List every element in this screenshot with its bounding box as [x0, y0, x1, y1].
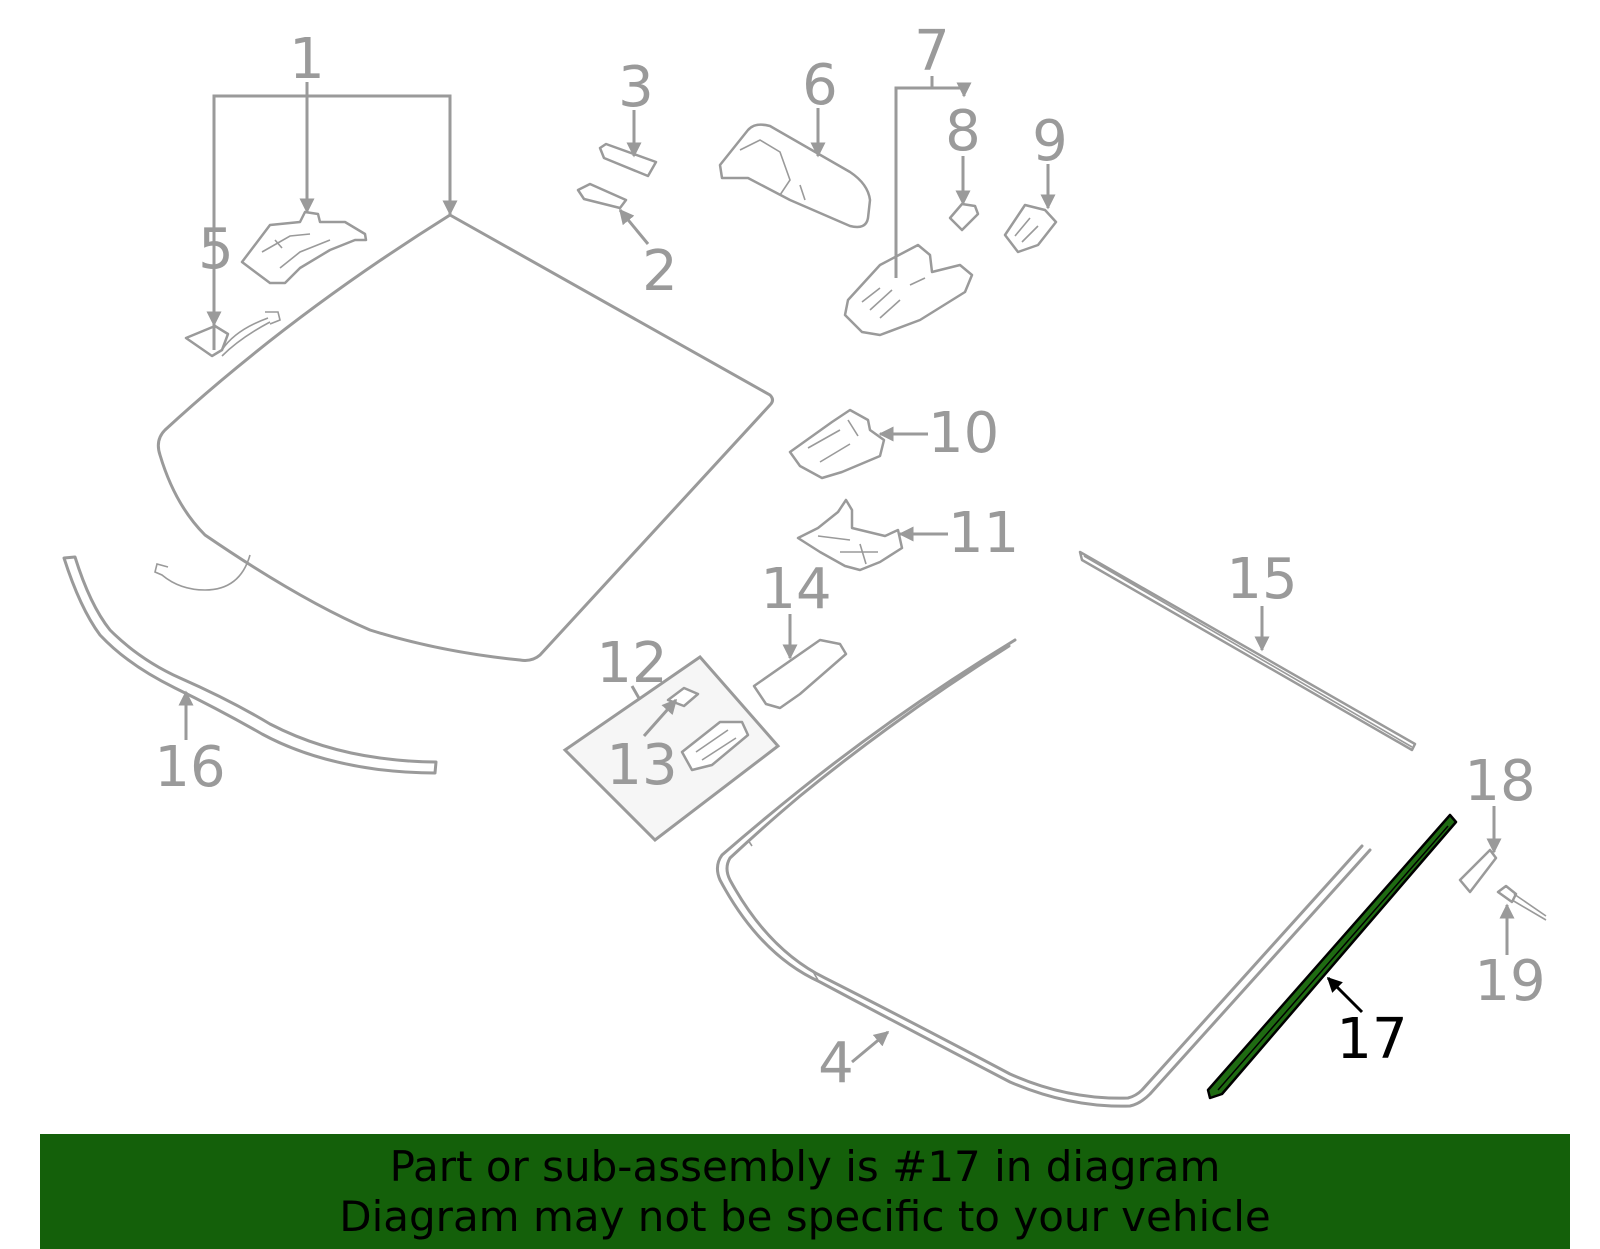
part-18-clip [1458, 848, 1498, 894]
part-16-strip [62, 555, 438, 775]
callout-11: 11 [948, 501, 1019, 566]
callout-13: 13 [606, 733, 677, 798]
callout-9: 9 [1032, 109, 1068, 174]
part-3-pad [598, 142, 658, 178]
callout-1: 1 [289, 27, 325, 92]
callout-labels: 1 2 3 4 5 6 7 8 9 10 11 12 13 14 15 16 1… [154, 19, 1545, 1096]
part-7-cover [843, 243, 974, 337]
windshield-glass [154, 213, 774, 662]
part-5-sensor [184, 311, 281, 358]
part-10-bracket [788, 408, 886, 480]
callout-17: 17 [1336, 1007, 1407, 1072]
part-12-kit [562, 655, 781, 842]
callout-5: 5 [198, 217, 234, 282]
callout-6: 6 [802, 53, 838, 118]
callout-15: 15 [1226, 547, 1297, 612]
part-2-pad [576, 182, 628, 210]
callout-16: 16 [154, 735, 225, 800]
part-17-strip[interactable] [1206, 813, 1458, 1100]
info-banner: Part or sub-assembly is #17 in diagram D… [40, 1134, 1570, 1249]
banner-line-disclaimer: Diagram may not be specific to your vehi… [339, 1191, 1271, 1241]
callout-7: 7 [914, 19, 950, 84]
callout-19: 19 [1474, 949, 1545, 1014]
callout-3: 3 [618, 55, 654, 120]
banner-line-part: Part or sub-assembly is #17 in diagram [389, 1141, 1221, 1191]
part-14-cover [752, 638, 848, 710]
part-11-bracket [796, 498, 904, 572]
part-6-mirror [718, 123, 872, 229]
callout-12: 12 [596, 631, 667, 696]
callout-8: 8 [945, 99, 981, 164]
part-8-clip [948, 202, 980, 232]
leader-lines [178, 76, 1515, 1064]
callout-2: 2 [642, 239, 678, 304]
callout-10: 10 [928, 401, 999, 466]
part-9-clip [1003, 203, 1058, 254]
callout-4: 4 [818, 1031, 854, 1096]
part-19-screw [1496, 884, 1547, 921]
part-4-moulding [715, 638, 1372, 1108]
callout-18: 18 [1464, 749, 1535, 814]
part-1-bracket [240, 210, 368, 285]
callout-14: 14 [760, 557, 831, 622]
part-15-strip [1078, 550, 1417, 752]
